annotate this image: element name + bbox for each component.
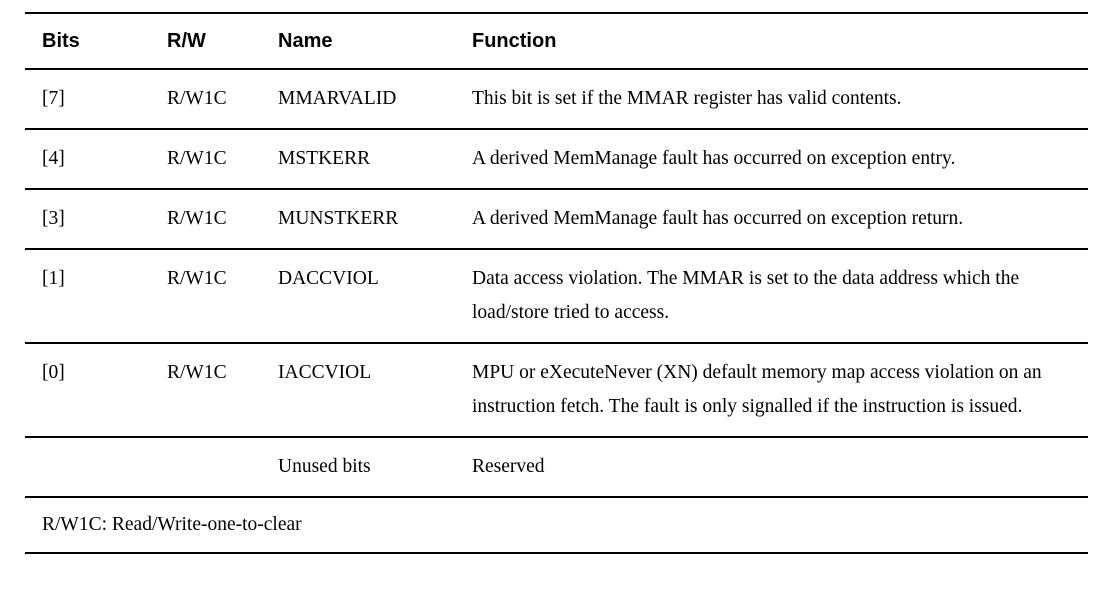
cell-name: DACCVIOL	[276, 249, 472, 344]
cell-rw: R/W1C	[167, 129, 276, 190]
cell-bits: [1]	[25, 249, 167, 344]
cell-rw: R/W1C	[167, 249, 276, 344]
table-row: [1] R/W1C DACCVIOL Data access violation…	[25, 249, 1088, 344]
cell-name: Unused bits	[276, 437, 472, 498]
cell-rw: R/W1C	[167, 343, 276, 438]
cell-bits	[25, 437, 167, 498]
cell-bits: [3]	[25, 189, 167, 250]
table-row: [3] R/W1C MUNSTKERR A derived MemManage …	[25, 189, 1088, 250]
table-footnote-row: R/W1C: Read/Write-one-to-clear	[25, 497, 1088, 554]
table-footnote: R/W1C: Read/Write-one-to-clear	[25, 497, 1088, 554]
cell-name: MMARVALID	[276, 69, 472, 130]
table-header: Bits R/W Name Function	[25, 12, 1088, 70]
cell-bits: [7]	[25, 69, 167, 130]
column-header-rw: R/W	[167, 12, 276, 70]
table-row: [7] R/W1C MMARVALID This bit is set if t…	[25, 69, 1088, 130]
cell-function: Data access violation. The MMAR is set t…	[472, 249, 1088, 344]
cell-function: This bit is set if the MMAR register has…	[472, 69, 1088, 130]
cell-function: Reserved	[472, 437, 1088, 498]
cell-rw: R/W1C	[167, 69, 276, 130]
cell-name: MSTKERR	[276, 129, 472, 190]
table-row: [4] R/W1C MSTKERR A derived MemManage fa…	[25, 129, 1088, 190]
column-header-function: Function	[472, 12, 1088, 70]
register-bit-field-table: Bits R/W Name Function [7] R/W1C MMARVAL…	[25, 12, 1088, 554]
cell-rw	[167, 437, 276, 498]
cell-bits: [4]	[25, 129, 167, 190]
table-body: [7] R/W1C MMARVALID This bit is set if t…	[25, 69, 1088, 554]
cell-function: A derived MemManage fault has occurred o…	[472, 129, 1088, 190]
column-header-bits: Bits	[25, 12, 167, 70]
cell-name: IACCVIOL	[276, 343, 472, 438]
cell-function: MPU or eXecuteNever (XN) default memory …	[472, 343, 1088, 438]
cell-function: A derived MemManage fault has occurred o…	[472, 189, 1088, 250]
column-header-name: Name	[276, 12, 472, 70]
cell-name: MUNSTKERR	[276, 189, 472, 250]
cell-bits: [0]	[25, 343, 167, 438]
table-header-row: Bits R/W Name Function	[25, 12, 1088, 70]
table-row: Unused bits Reserved	[25, 437, 1088, 498]
cell-rw: R/W1C	[167, 189, 276, 250]
table-row: [0] R/W1C IACCVIOL MPU or eXecuteNever (…	[25, 343, 1088, 438]
